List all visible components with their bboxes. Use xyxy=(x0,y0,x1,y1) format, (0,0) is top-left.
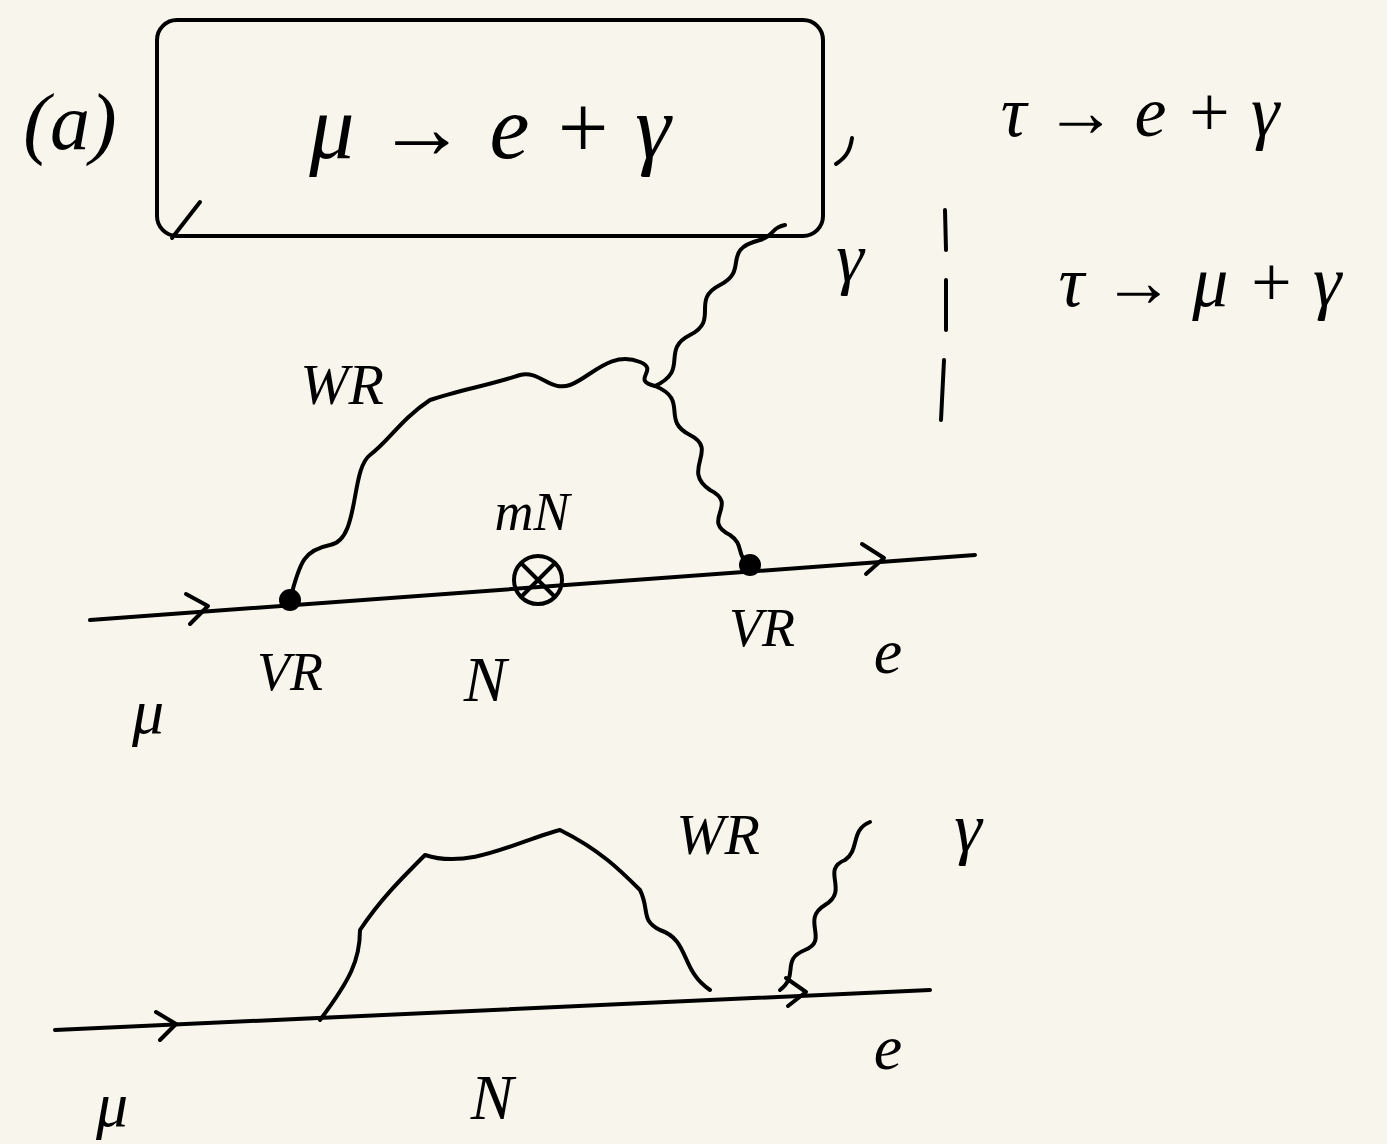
particle-label: e xyxy=(874,1016,902,1080)
mass-insertion xyxy=(514,556,562,604)
particle-label: γ xyxy=(836,223,864,293)
photon-line xyxy=(655,225,785,386)
mass-insertion-cross xyxy=(522,564,554,596)
boxed-process: μ → e + γ xyxy=(155,18,825,238)
particle-label: μ xyxy=(132,680,164,744)
particle-label: WR xyxy=(300,356,384,414)
particle-label: mN xyxy=(494,485,569,539)
fermion-arrow xyxy=(186,594,208,624)
pen-stroke xyxy=(172,202,200,238)
particle-label: e xyxy=(874,620,902,684)
particle-label: N xyxy=(464,648,507,712)
fermion-arrow xyxy=(862,544,884,574)
vertex-label: VR xyxy=(257,645,323,699)
process-note: τ → e + γ xyxy=(1001,76,1280,148)
process-note: τ → μ + γ xyxy=(1059,246,1342,318)
fermion-line xyxy=(90,555,975,620)
process-title: μ → e + γ xyxy=(309,83,670,173)
fermion-arrow xyxy=(156,1012,176,1040)
particle-label: μ xyxy=(96,1073,128,1137)
particle-label: N xyxy=(471,1066,514,1130)
particle-label: WR xyxy=(676,806,760,864)
panel-letter: (a) xyxy=(23,82,116,162)
separator-line xyxy=(941,210,946,420)
w-boson-line xyxy=(320,830,710,1020)
particle-label: γ xyxy=(954,793,982,863)
photon-line xyxy=(780,822,870,990)
comma-stroke xyxy=(836,138,852,164)
vertex-label: VR xyxy=(729,601,795,655)
